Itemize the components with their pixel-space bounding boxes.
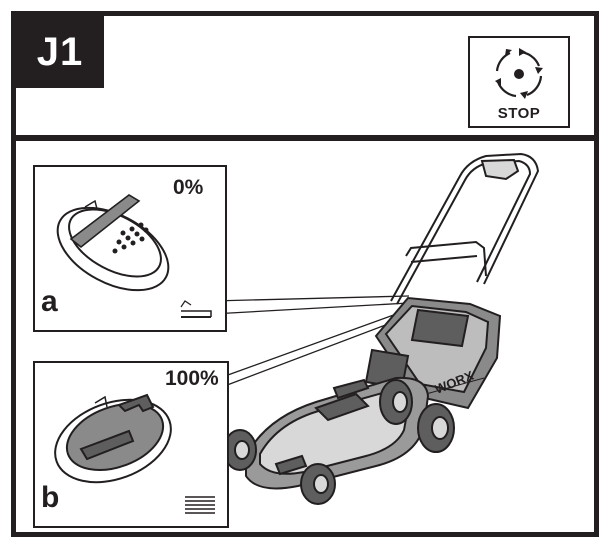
height-setting-b-panel: 100% b: [33, 361, 229, 528]
header-divider: [16, 135, 594, 141]
step-label: J1: [36, 29, 84, 74]
lawn-mower-illustration: WORX: [211, 152, 540, 505]
mower-handle: [390, 152, 540, 305]
stop-label: STOP: [497, 105, 541, 122]
full-grass-icon: [185, 496, 215, 514]
rotating-blade-stop-icon: [495, 48, 543, 99]
height-value-b: 100%: [165, 367, 219, 390]
height-letter-b: b: [41, 481, 60, 514]
callout-lines: [211, 295, 413, 391]
height-letter-a: a: [41, 285, 58, 318]
grass-collection-box: [364, 296, 502, 410]
mower-wheels: [223, 379, 455, 505]
step-badge: J1: [16, 16, 104, 88]
height-value-a: 0%: [173, 176, 204, 199]
instruction-panel: J1 STOP: [11, 11, 599, 537]
low-grass-icon: [180, 300, 212, 318]
stop-sign: STOP: [468, 36, 570, 128]
height-setting-a-panel: 0% a: [33, 165, 227, 332]
height-knob-full-illustration: [54, 393, 172, 484]
height-knob-low-illustration: [56, 194, 170, 292]
